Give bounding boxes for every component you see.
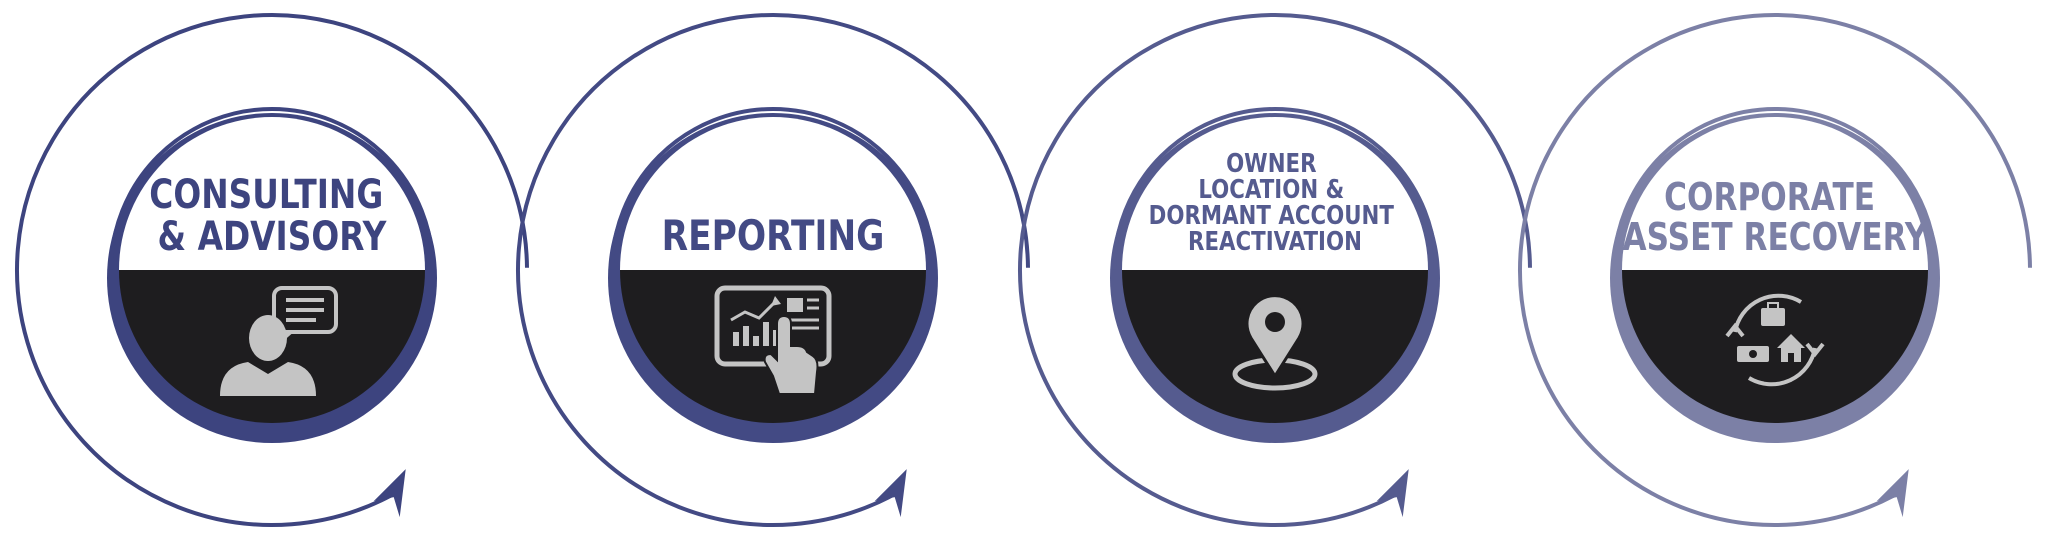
- arrowhead-icon: [874, 469, 907, 518]
- recovery-cycle-icon: [1725, 293, 1825, 387]
- step-inner-ring: [1112, 107, 1438, 433]
- step-title: CONSULTING & ADVISORY: [149, 171, 394, 260]
- step-title-line: CONSULTING: [149, 171, 383, 218]
- step-inner-ring: [109, 107, 435, 433]
- step-owner-location-dormant-account: OWNER LOCATION & DORMANT ACCOUNT REACTIV…: [1018, 13, 1532, 527]
- step-consulting-advisory: CONSULTING & ADVISORY: [15, 13, 529, 527]
- step-title-line: & ADVISORY: [158, 213, 387, 260]
- person-speech-bubble-icon: [220, 286, 338, 396]
- location-pin-icon: [1232, 294, 1318, 391]
- step-title-line: LOCATION &: [1198, 174, 1344, 205]
- arrowhead-icon: [1376, 469, 1409, 518]
- step-title-line: CORPORATE: [1664, 176, 1875, 220]
- arrow-arc: [15, 13, 529, 527]
- step-title: OWNER LOCATION & DORMANT ACCOUNT REACTIV…: [1149, 148, 1402, 257]
- step-reporting: REPORTING: [516, 13, 1030, 527]
- step-title: CORPORATE ASSET RECOVERY: [1623, 176, 1929, 260]
- step-title-line: DORMANT ACCOUNT: [1149, 200, 1395, 231]
- step-title-line: REPORTING: [662, 212, 885, 261]
- arrow-arc: [1018, 13, 1532, 527]
- arrow-arc: [1518, 13, 2032, 527]
- step-title: REPORTING: [662, 212, 885, 261]
- step-inner-ring: [1612, 107, 1938, 433]
- arrowhead-icon: [373, 469, 406, 518]
- tablet-chart-hand-icon: [714, 285, 832, 395]
- step-inner-ring: [610, 107, 936, 433]
- step-title-line: OWNER: [1226, 148, 1316, 179]
- arrowhead-icon: [1876, 469, 1909, 518]
- step-title-line: ASSET RECOVERY: [1623, 216, 1929, 260]
- step-title-line: REACTIVATION: [1188, 226, 1362, 257]
- arrow-arc: [516, 13, 1030, 527]
- step-corporate-asset-recovery: CORPORATE ASSET RECOVERY: [1518, 13, 2032, 527]
